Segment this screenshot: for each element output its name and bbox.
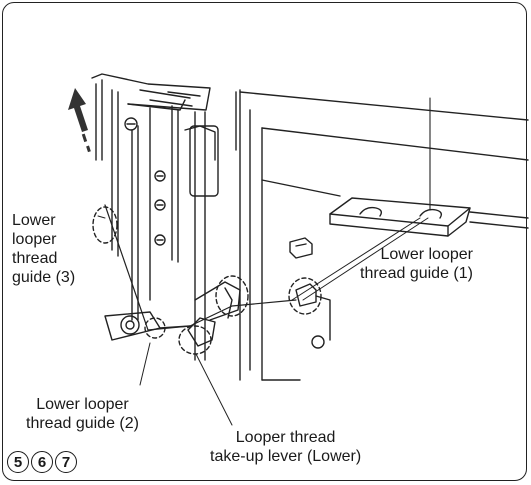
step-circle: 7 <box>55 451 77 473</box>
step-circle: 5 <box>7 451 29 473</box>
diagram-frame <box>2 2 527 481</box>
label-lower-looper-thread-guide-3: Lower looper thread guide (3) <box>12 212 76 286</box>
label-lower-looper-thread-guide-2: Lower looper thread guide (2) <box>26 396 139 432</box>
step-numbers: 5 6 7 <box>7 451 77 473</box>
label-looper-thread-take-up-lever: Looper thread take-up lever (Lower) <box>210 429 362 465</box>
label-lower-looper-thread-guide-1: Lower looper thread guide (1) <box>360 246 473 282</box>
step-circle: 6 <box>31 451 53 473</box>
